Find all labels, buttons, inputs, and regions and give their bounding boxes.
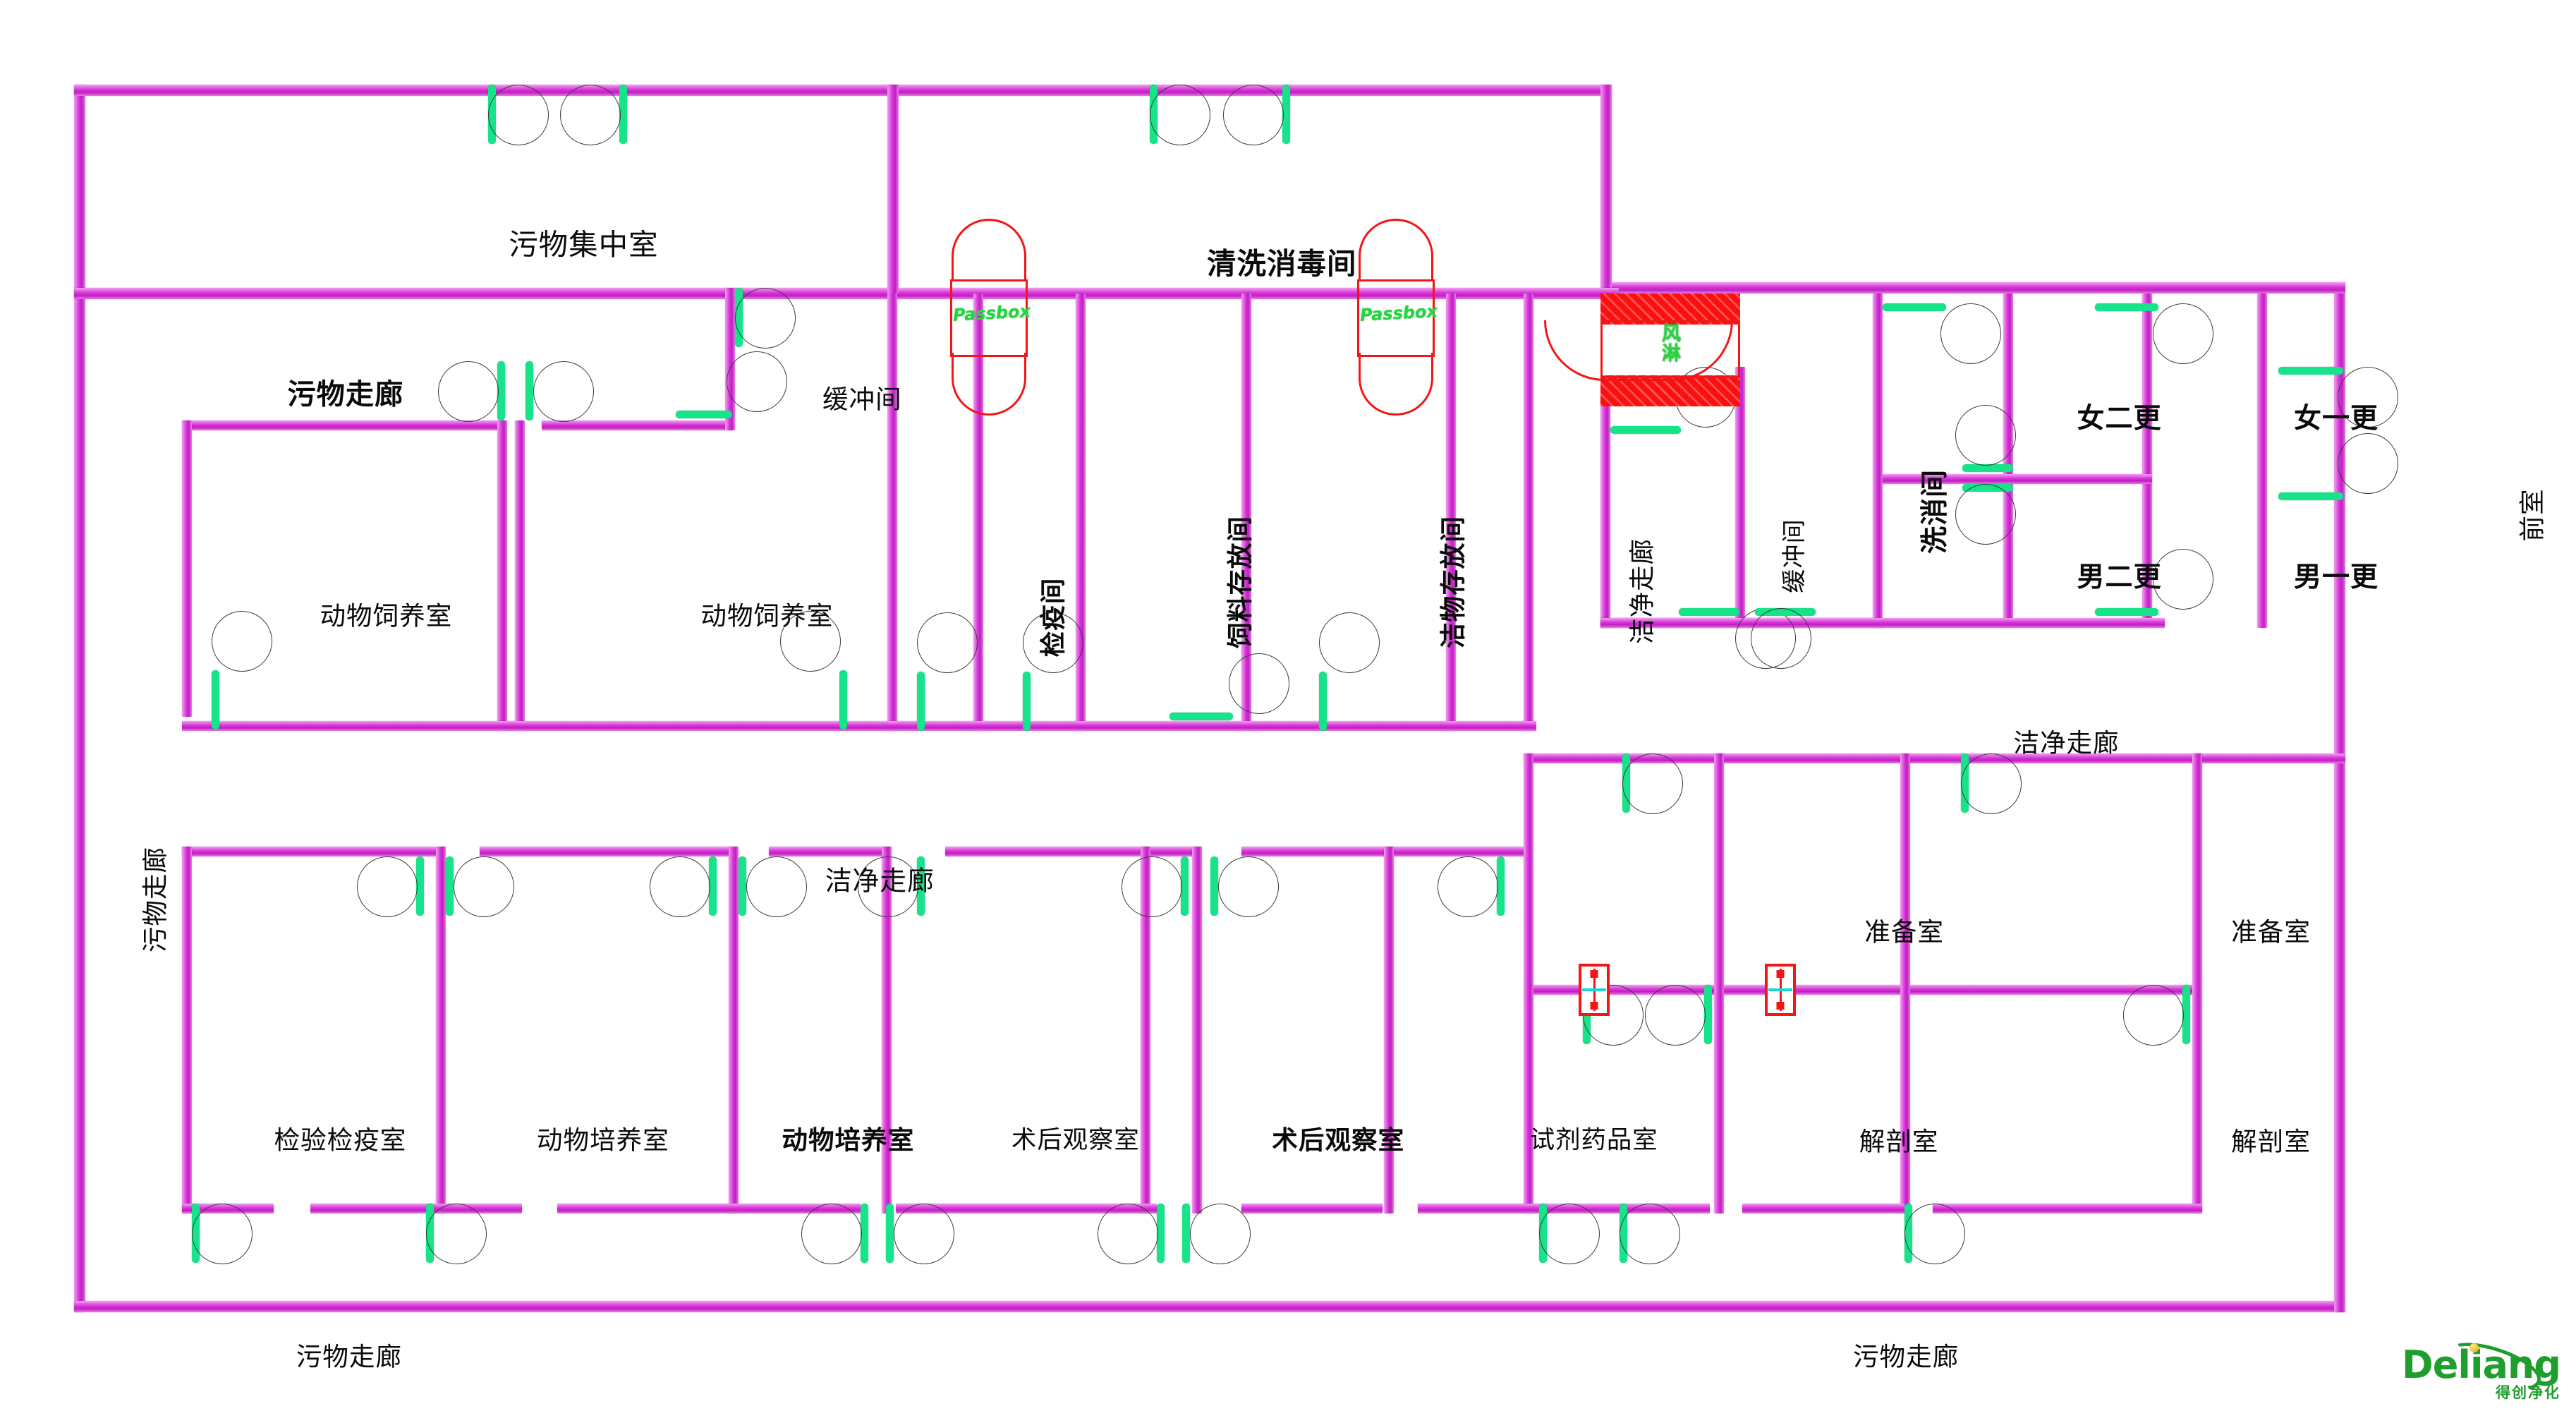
wall-waste-corridor-bottom-b bbox=[542, 420, 725, 430]
wall-lower-rooms-bottom-c bbox=[557, 1204, 861, 1213]
wall-animal-room-bottom bbox=[182, 721, 887, 731]
room-label-c-wuwu-zoulang-1: 污物走廊 bbox=[287, 378, 404, 411]
room-label-r-nv-2geng: 女二更 bbox=[2077, 403, 2162, 435]
wall-outer-top-right bbox=[1612, 282, 2345, 293]
room-label-c-wuwu-zl-bl: 污物走廊 bbox=[296, 1341, 403, 1372]
logo-chinese-name: 得创净化 bbox=[2496, 1384, 2560, 1401]
passbox-right-label: Passbox bbox=[1359, 301, 1438, 325]
room-label-r-shiji-yaopin: 试剂药品室 bbox=[1529, 1125, 1658, 1154]
logo-wordmark: Deliang bbox=[2401, 1343, 2561, 1387]
room-label-r-huanchong-1: 缓冲间 bbox=[822, 384, 902, 414]
room-label-r-nan-2geng: 男二更 bbox=[2077, 562, 2162, 593]
pass-through-icon-right[interactable] bbox=[1765, 964, 1796, 1016]
wall-lower-rooms-top-b bbox=[480, 847, 734, 856]
wall-clean-corridor-bottom-right bbox=[1524, 753, 2345, 763]
room-label-r-dongwu-peiyang-1: 动物培养室 bbox=[536, 1125, 669, 1155]
wall-outer-top-left bbox=[74, 85, 1612, 96]
wall-outer-upper-right-stub bbox=[1600, 85, 1612, 293]
wall-lower-rooms-top-e bbox=[1241, 847, 1524, 856]
wall-animal-room-mid-2 bbox=[515, 420, 525, 731]
room-label-r-shuhou-guancha-1: 术后观察室 bbox=[1011, 1125, 1140, 1154]
wall-buffer1-left bbox=[725, 288, 735, 430]
wall-lower-part-3 bbox=[729, 847, 739, 1213]
wall-lower-rooms-top-d bbox=[945, 847, 1199, 856]
wall-outer-left bbox=[74, 85, 85, 1312]
wall-br-mid-row-c bbox=[1910, 985, 2192, 995]
room-label-c-wuwu-zl-br: 污物走廊 bbox=[1852, 1341, 1960, 1372]
room-label-r-qianshi: 前室 bbox=[2517, 488, 2548, 542]
wall-br-part-right bbox=[1900, 753, 1910, 1213]
room-label-r-dongwu-siyang-1: 动物饲养室 bbox=[320, 600, 453, 631]
wall-lower-part-2 bbox=[436, 847, 446, 1213]
logo-dot-icon bbox=[2469, 1343, 2479, 1352]
passbox-left-label: Passbox bbox=[952, 301, 1031, 325]
room-label-r-huanchong-2: 缓冲间 bbox=[1780, 518, 1809, 593]
wall-waste-corridor-bottom-a bbox=[182, 420, 499, 430]
wall-br-part-mid bbox=[1714, 753, 1724, 1213]
wall-mid-rooms-bottom bbox=[887, 721, 1536, 731]
wall-quarantine-left bbox=[887, 293, 897, 731]
wall-lower-rooms-bottom-b bbox=[310, 1204, 522, 1213]
wall-lower-part-5 bbox=[1141, 847, 1150, 1213]
wall-waste-collect-right bbox=[887, 85, 899, 293]
room-label-r-dongwu-peiyang-2: 动物培养室 bbox=[782, 1125, 915, 1155]
wall-feed-store-right bbox=[1076, 293, 1086, 731]
room-label-c-jiejing-zl-m: 洁净走廊 bbox=[825, 865, 935, 897]
wall-change-mid-row bbox=[1883, 474, 2152, 484]
room-label-r-shuhou-guancha-2: 术后观察室 bbox=[1272, 1125, 1405, 1155]
wall-lower-rooms-bottom-f bbox=[1418, 1204, 1534, 1213]
room-label-c-jiejing-zl-v: 洁净走廊 bbox=[1627, 538, 1658, 644]
wall-vestibule-left bbox=[2257, 293, 2267, 628]
wall-change-col-1 bbox=[2003, 293, 2013, 628]
wall-lower-rooms-top-c bbox=[769, 847, 889, 856]
wall-lower-rooms-top-a bbox=[182, 847, 436, 856]
room-label-r-jiewu-cunfang: 洁物存放间 bbox=[1438, 516, 1469, 648]
wall-washroom-left bbox=[1600, 395, 1610, 628]
room-label-r-jianyi-jian: 检疫间 bbox=[1038, 577, 1069, 658]
wall-change-col-2 bbox=[2142, 293, 2152, 628]
room-label-r-xixiao-jian: 洗消间 bbox=[1919, 468, 1951, 555]
room-label-r-nv-1geng: 女一更 bbox=[2293, 403, 2379, 435]
air-shower-label: 风淋 bbox=[1658, 323, 1680, 363]
wall-lower-part-4 bbox=[882, 847, 892, 1213]
room-label-r-nan-1geng: 男一更 bbox=[2293, 562, 2379, 593]
room-label-r-siliao-cunfang: 饲料存放间 bbox=[1225, 516, 1256, 648]
room-label-r-jiepou-1: 解剖室 bbox=[1859, 1126, 1939, 1157]
room-label-r-jiepou-2: 解剖室 bbox=[2231, 1126, 2311, 1157]
wall-br-bottom-c bbox=[1933, 1204, 2202, 1213]
room-label-r-qingxi-xiaodu: 清洗消毒间 bbox=[1207, 246, 1357, 281]
room-label-r-zhunbei-2: 准备室 bbox=[2231, 916, 2311, 947]
wall-lower-part-1 bbox=[182, 847, 192, 1213]
wall-lower-rooms-bottom-e bbox=[1241, 1204, 1383, 1213]
wall-animal-room-mid-1 bbox=[497, 420, 507, 731]
wall-waste-corridor-left bbox=[182, 420, 192, 717]
wall-corridor-top bbox=[74, 288, 1619, 299]
wall-lower-part-8 bbox=[1524, 753, 1533, 1213]
wall-clean-store-right bbox=[1241, 293, 1251, 731]
wall-outer-bottom bbox=[74, 1301, 2345, 1312]
air-shower-unit[interactable]: 风淋 bbox=[1544, 293, 1740, 406]
wall-washroom-right bbox=[1873, 293, 1883, 628]
room-label-r-jianyan-jianyi: 检验检疫室 bbox=[274, 1125, 407, 1155]
wall-br-bottom-b bbox=[1742, 1204, 1904, 1213]
wall-lower-rooms-bottom-d bbox=[896, 1204, 1157, 1213]
wall-br-mid-row-b bbox=[1724, 985, 1900, 995]
wall-clean-corridor-right bbox=[1524, 293, 1533, 731]
wall-br-far-right bbox=[2192, 753, 2202, 1213]
room-label-r-dongwu-siyang-2: 动物饲养室 bbox=[700, 600, 834, 631]
room-label-c-jiejing-zl-r: 洁净走廊 bbox=[2013, 727, 2120, 758]
wall-change-bottom bbox=[1600, 618, 2165, 628]
room-label-c-wuwu-zoulang-v: 污物走廊 bbox=[140, 846, 171, 953]
room-label-r-wuwu-jizhong: 污物集中室 bbox=[509, 226, 659, 262]
company-logo: Deliang 得创净化 bbox=[2401, 1333, 2561, 1403]
wall-outer-right bbox=[2334, 282, 2345, 1312]
wall-lower-part-7 bbox=[1384, 847, 1394, 1213]
pass-through-icon-left[interactable] bbox=[1579, 964, 1610, 1016]
wall-clean-corridor-left bbox=[1446, 293, 1456, 731]
room-label-r-zhunbei-1: 准备室 bbox=[1864, 916, 1944, 947]
wall-washroom-mid bbox=[1735, 367, 1745, 628]
wall-lower-part-6 bbox=[1192, 847, 1202, 1213]
